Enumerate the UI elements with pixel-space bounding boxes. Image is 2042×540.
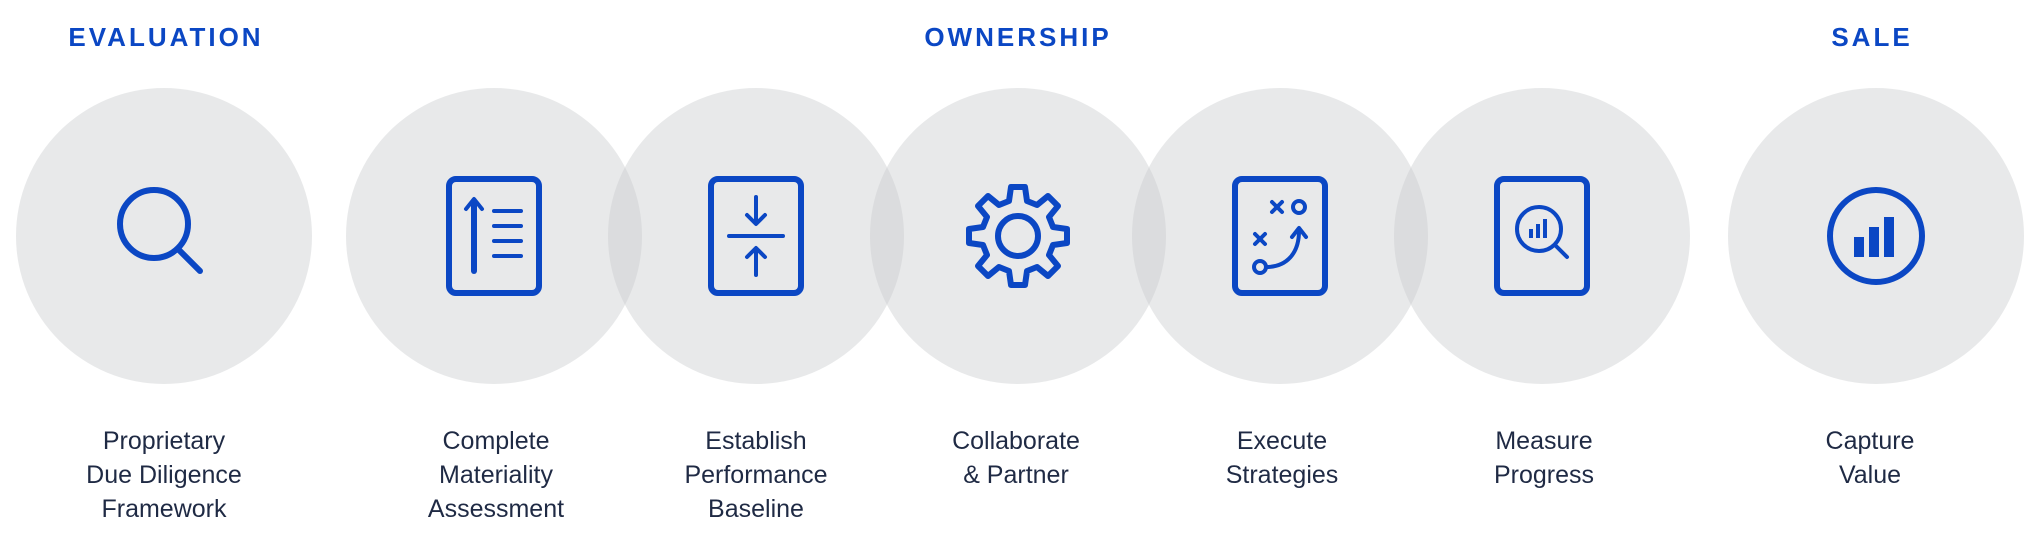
report-magnify-icon	[1394, 88, 1690, 384]
strategy-playbook-icon	[1132, 88, 1428, 384]
phase-title-evaluation: EVALUATION	[68, 22, 264, 52]
step-circle-2	[346, 88, 642, 384]
phase-title-sale: SALE	[1831, 22, 1913, 52]
chart-circle-icon	[1728, 88, 2024, 384]
baseline-compress-icon	[608, 88, 904, 384]
step-circle-1	[16, 88, 312, 384]
document-list-icon	[346, 88, 642, 384]
step-circle-4	[870, 88, 1166, 384]
step-circle-5	[1132, 88, 1428, 384]
phase-title-ownership: OWNERSHIP	[924, 22, 1112, 52]
step-label-collaborate: Collaborate& Partner	[952, 427, 1080, 489]
gear-icon	[870, 88, 1166, 384]
search-icon	[16, 88, 312, 384]
step-circle-6	[1394, 88, 1690, 384]
